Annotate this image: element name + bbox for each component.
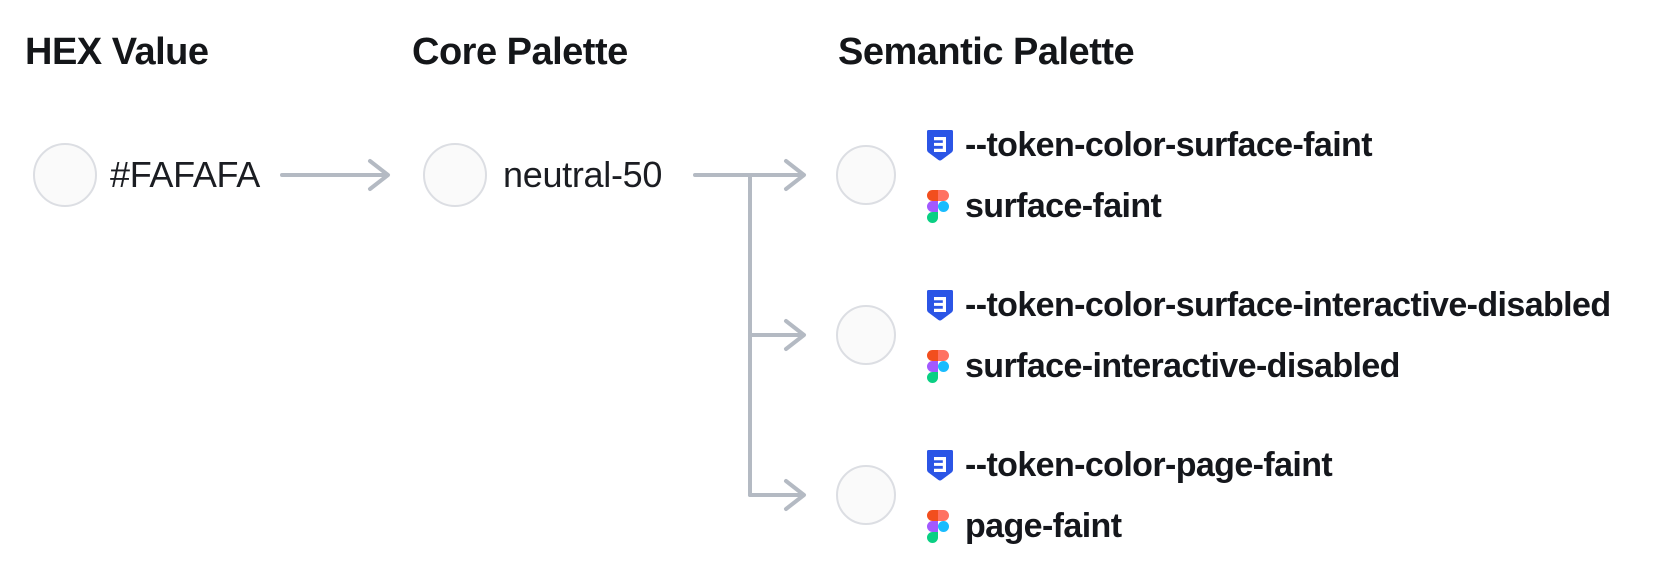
figma-token-label: page-faint	[965, 506, 1122, 545]
core-palette-label: neutral-50	[503, 154, 663, 195]
core-column-heading: Core Palette	[412, 31, 628, 73]
hex-value-label: #FAFAFA	[110, 154, 260, 195]
semantic-color-swatch	[836, 465, 896, 525]
hex-column-heading: HEX Value	[25, 31, 209, 73]
css3-shield-icon	[927, 289, 965, 321]
css-token-label: --token-color-page-faint	[965, 445, 1333, 484]
semantic-column-heading: Semantic Palette	[838, 31, 1135, 73]
css3-shield-icon	[927, 449, 965, 481]
css-token-label: --token-color-surface-interactive-disabl…	[965, 285, 1611, 324]
figma-logo-icon	[927, 189, 965, 223]
css-token-label: --token-color-surface-faint	[965, 125, 1373, 164]
core-color-swatch	[423, 143, 487, 207]
css-token-line: --token-color-page-faint	[927, 445, 1333, 485]
figma-token-label: surface-faint	[965, 186, 1162, 225]
css3-shield-icon	[927, 129, 965, 161]
figma-logo-icon	[927, 349, 965, 383]
semantic-token-item: --token-color-surface-interactive-disabl…	[927, 285, 1611, 386]
hex-color-swatch	[33, 143, 97, 207]
figma-token-label: surface-interactive-disabled	[965, 346, 1400, 385]
semantic-color-swatch	[836, 305, 896, 365]
semantic-color-swatch	[836, 145, 896, 205]
css-token-line: --token-color-surface-interactive-disabl…	[927, 285, 1611, 325]
figma-token-line: page-faint	[927, 506, 1332, 546]
css-token-line: --token-color-surface-faint	[927, 125, 1373, 165]
figma-token-line: surface-faint	[927, 186, 1372, 226]
semantic-token-item: --token-color-surface-faint surface-fain…	[927, 125, 1373, 226]
semantic-token-item: --token-color-page-faint page-faint	[927, 445, 1333, 546]
figma-token-line: surface-interactive-disabled	[927, 346, 1611, 386]
figma-logo-icon	[927, 509, 965, 543]
